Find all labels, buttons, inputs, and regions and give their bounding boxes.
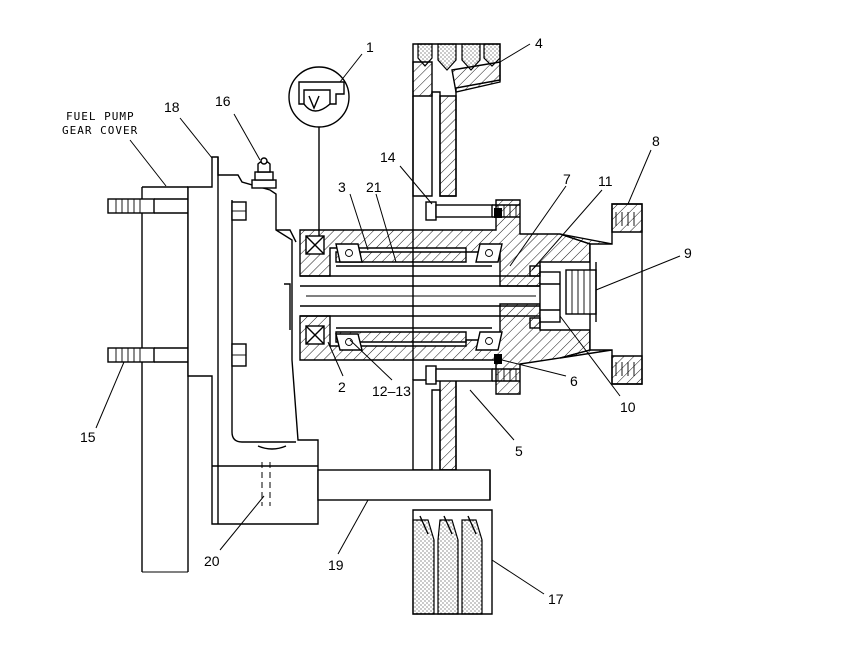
caption-line-2: GEAR COVER <box>62 124 138 137</box>
callout-15: 15 <box>80 429 96 445</box>
hub-housing <box>299 199 591 395</box>
bolt-upper <box>425 201 520 221</box>
fuel-pump-gear-cover <box>141 186 189 573</box>
callout-18: 18 <box>164 99 180 115</box>
callout-21: 21 <box>366 179 382 195</box>
pulley <box>412 43 501 471</box>
bracket <box>187 156 319 525</box>
callout-10: 10 <box>620 399 636 415</box>
plug <box>565 262 597 322</box>
shaft-19 <box>317 469 491 501</box>
callout-20: 20 <box>204 553 220 569</box>
callout-4: 4 <box>535 35 543 51</box>
callout-3: 3 <box>338 179 346 195</box>
callout-12-13: 12–13 <box>372 383 411 399</box>
callout-17: 17 <box>548 591 564 607</box>
inner-shaft <box>335 251 492 343</box>
callout-1: 1 <box>366 39 374 55</box>
bearing-right <box>475 243 503 351</box>
callout-8: 8 <box>652 133 660 149</box>
fuel-pump-gear-cover-caption: FUEL PUMP GEAR COVER <box>62 110 138 137</box>
callout-14: 14 <box>380 149 396 165</box>
callout-16: 16 <box>215 93 231 109</box>
callout-19: 19 <box>328 557 344 573</box>
caption-line-1: FUEL PUMP <box>66 110 135 123</box>
callout-5: 5 <box>515 443 523 459</box>
bearing-left <box>335 243 363 351</box>
grease-fitting <box>251 157 277 189</box>
shaft-nut <box>529 265 561 329</box>
callout-6: 6 <box>570 373 578 389</box>
callout-labels: 1 2 3 4 5 6 7 8 9 10 11 12–13 14 15 16 1… <box>80 35 692 607</box>
stud-upper <box>107 198 188 214</box>
fan-hub <box>559 203 643 385</box>
stud-lower <box>107 347 188 363</box>
bolt-lower <box>425 365 520 385</box>
leader-lines <box>95 43 681 595</box>
lower-pulley <box>412 509 493 615</box>
callout-11: 11 <box>598 173 613 189</box>
seal <box>305 235 325 345</box>
callout-2: 2 <box>338 379 346 395</box>
callout-7: 7 <box>563 171 571 187</box>
seal-detail-bubble <box>288 66 350 236</box>
callout-9: 9 <box>684 245 692 261</box>
